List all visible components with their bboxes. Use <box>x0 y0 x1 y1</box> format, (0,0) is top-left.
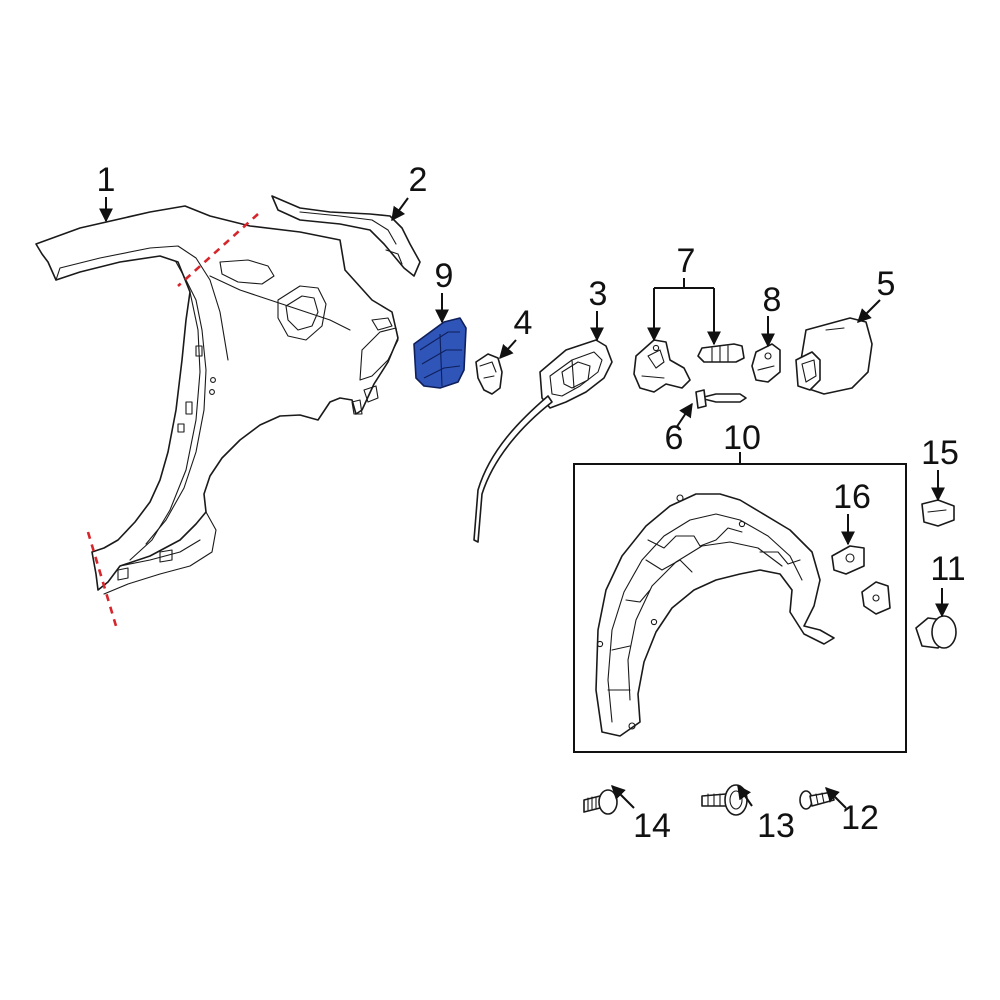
callout-12: 12 <box>841 799 879 837</box>
callout-10: 10 <box>723 419 761 457</box>
callout-7: 7 <box>677 242 696 280</box>
nut-clip-part <box>831 545 891 615</box>
cut-line-upper <box>177 213 259 287</box>
callout-16: 16 <box>833 478 871 516</box>
cut-line-lower <box>86 531 118 627</box>
callout-8: 8 <box>763 281 782 319</box>
callout-15: 15 <box>921 434 959 472</box>
leader-lines <box>99 197 949 809</box>
clip-part <box>751 343 781 383</box>
callout-14: 14 <box>633 807 671 845</box>
callout-11: 11 <box>930 550 965 588</box>
bolt-part-14 <box>583 789 618 815</box>
callout-4: 4 <box>514 304 533 342</box>
callout-labels: 1 2 3 4 5 6 7 8 9 10 11 12 13 14 15 16 <box>97 161 966 845</box>
small-clip-part <box>921 499 955 527</box>
screw-part <box>799 790 835 810</box>
callout-5: 5 <box>877 265 896 303</box>
push-clip-part <box>915 615 957 649</box>
latch-assembly <box>633 339 745 393</box>
callout-1: 1 <box>97 161 116 199</box>
upper-reinforcement <box>271 195 421 277</box>
callout-6: 6 <box>665 419 684 457</box>
callout-13: 13 <box>757 807 795 845</box>
fuel-door <box>795 317 873 395</box>
quarter-panel <box>35 205 399 595</box>
callout-9: 9 <box>435 257 454 295</box>
highlighted-bracket-part <box>413 317 467 389</box>
callout-3: 3 <box>589 275 608 313</box>
fender-liner <box>595 493 835 737</box>
bracket-part <box>475 353 503 395</box>
callout-2: 2 <box>409 161 428 199</box>
fuel-door-housing <box>473 339 613 543</box>
rivet-part <box>695 389 747 409</box>
